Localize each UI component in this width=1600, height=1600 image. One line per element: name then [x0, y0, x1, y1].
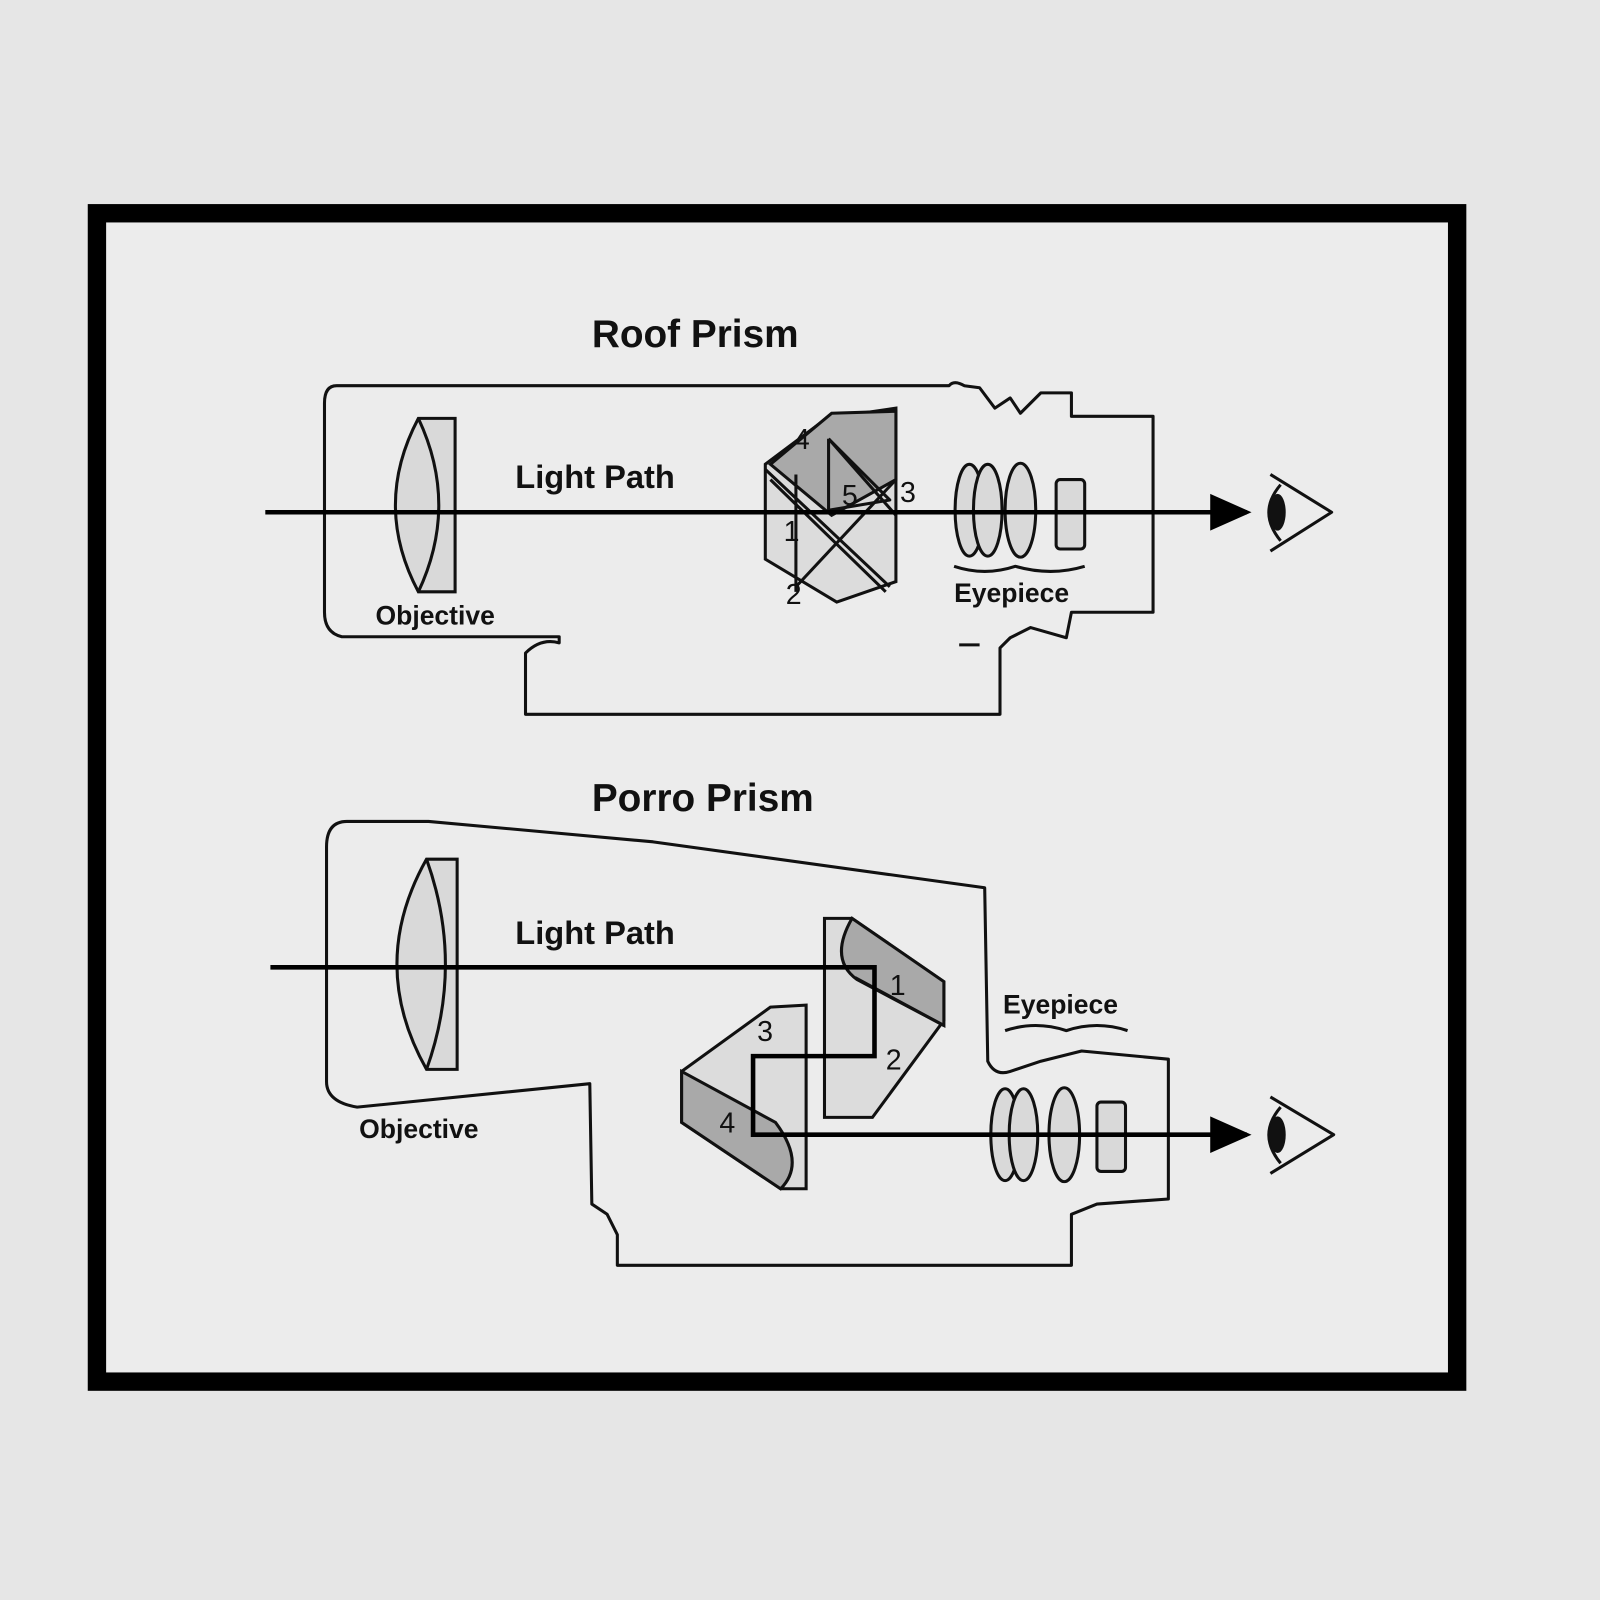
- porro-light-path-arrow: [270, 965, 1252, 1154]
- roof-eye-icon: [1267, 473, 1334, 553]
- roof-prism-diagram: Roof Prism 4 1 2 3 5: [265, 313, 1334, 716]
- porro-eyepiece-label: Eyepiece: [1003, 989, 1118, 1019]
- roof-housing: [322, 381, 1155, 716]
- roof-objective-lens: [393, 416, 457, 594]
- roof-prism: [763, 406, 898, 604]
- porro-prism-number-4: 4: [719, 1108, 735, 1140]
- roof-prism-number-1: 1: [784, 516, 800, 548]
- roof-objective-label: Objective: [376, 600, 495, 630]
- porro-prism-number-1: 1: [890, 970, 906, 1002]
- roof-prism-title: Roof Prism: [592, 313, 799, 356]
- porro-objective-lens: [395, 857, 459, 1071]
- porro-prism-number-3: 3: [757, 1016, 773, 1048]
- porro-light-path-label: Light Path: [515, 914, 675, 951]
- roof-light-path-label: Light Path: [515, 458, 675, 495]
- porro-eye-icon: [1267, 1095, 1336, 1175]
- porro-objective-label: Objective: [359, 1114, 478, 1144]
- roof-prism-number-5: 5: [842, 480, 858, 512]
- roof-prism-number-4: 4: [794, 424, 810, 456]
- porro-prism-diagram: Porro Prism 1 2 3 4 Eyepiece Objective L…: [270, 777, 1336, 1267]
- roof-prism-number-2: 2: [786, 579, 802, 611]
- porro-prism-number-2: 2: [886, 1044, 902, 1076]
- roof-prism-number-3: 3: [900, 477, 916, 509]
- porro-prism: [680, 916, 946, 1191]
- porro-housing: [325, 819, 1170, 1267]
- roof-eyepiece-label: Eyepiece: [954, 578, 1069, 608]
- porro-prism-title: Porro Prism: [592, 777, 814, 820]
